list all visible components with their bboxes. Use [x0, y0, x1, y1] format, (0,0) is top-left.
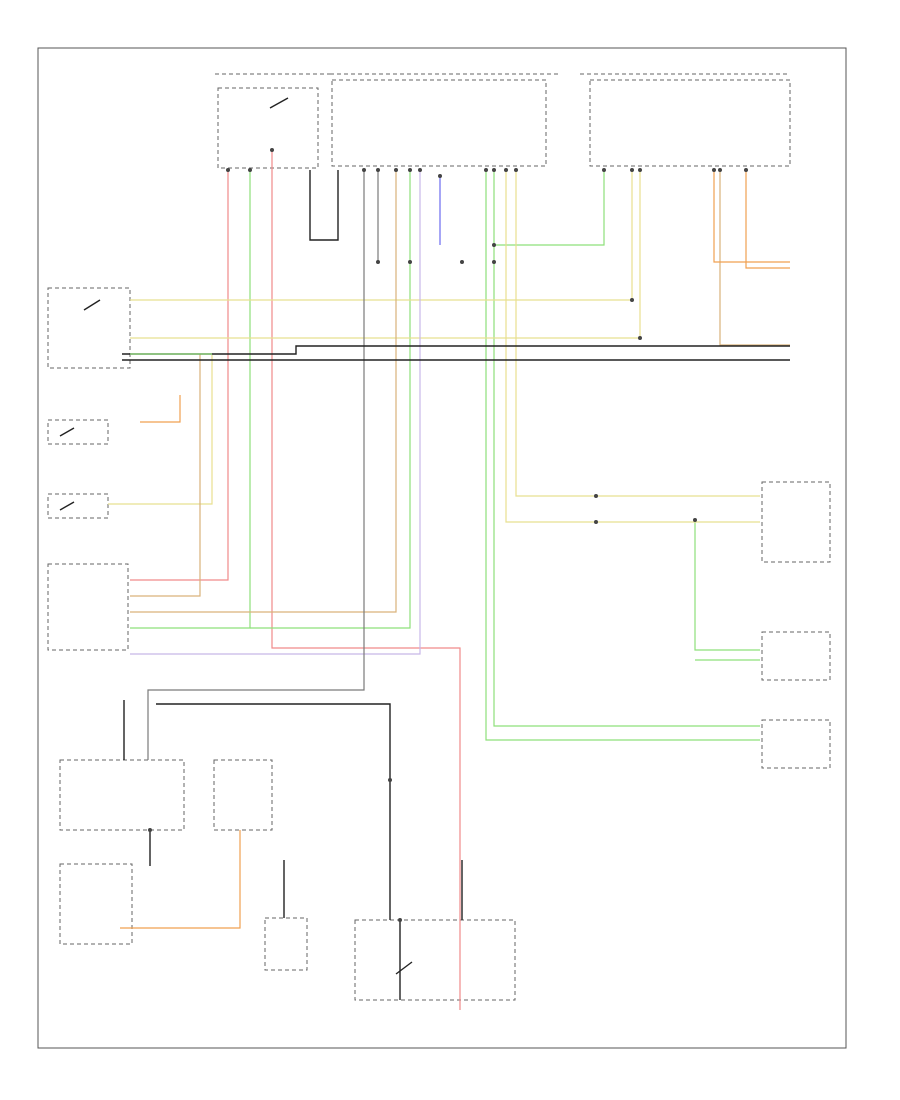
brake-switch-box	[47, 419, 109, 445]
wire-green-2	[130, 170, 251, 629]
connector-dot-23	[460, 260, 464, 264]
connector-dot-3	[362, 168, 366, 172]
wire-yellow-13	[108, 355, 213, 505]
switch-symbol-passive	[83, 299, 101, 311]
connector-dot-18	[744, 168, 748, 172]
connector-dot-9	[484, 168, 488, 172]
connector-dot-2	[270, 148, 274, 152]
connector-dot-24	[638, 336, 642, 340]
connector-dot-13	[602, 168, 606, 172]
diagram-frame	[37, 47, 847, 1049]
switch-symbol-brake	[59, 427, 75, 437]
connector-dot-28	[693, 518, 697, 522]
wire-green-7	[694, 520, 760, 651]
connector-dot-19	[376, 260, 380, 264]
engine-control-module-lower-box	[47, 563, 129, 651]
connector-dot-30	[398, 918, 402, 922]
wire-orange-17	[745, 170, 790, 269]
connector-dot-5	[394, 168, 398, 172]
connector-dot-26	[594, 494, 598, 498]
central-junction-box	[217, 87, 319, 169]
wire-orange-20	[120, 830, 241, 929]
wire-green-5	[493, 170, 760, 727]
wire-green-4	[485, 170, 760, 741]
wire-orange-19	[140, 395, 181, 423]
wire-yellow-9	[130, 170, 641, 339]
clutch-switch-box	[47, 493, 109, 519]
wire-yellow-11	[515, 170, 760, 497]
engine-control-module-box	[331, 79, 547, 167]
connector-dot-31	[148, 828, 152, 832]
connector-dot-10	[492, 168, 496, 172]
wire-green-6	[494, 170, 605, 246]
connector-dot-7	[418, 168, 422, 172]
shift-module-box	[761, 631, 831, 681]
wire-pink-0	[130, 170, 229, 581]
wire-group	[108, 150, 790, 1010]
wire-lavender-21	[130, 170, 421, 655]
connector-dot-8	[438, 174, 442, 178]
passive-start-switch-box	[47, 287, 131, 369]
switch-symbol-clutch	[59, 501, 75, 511]
connector-dot-27	[594, 520, 598, 524]
wire-black-27	[156, 703, 391, 780]
connector-dot-29	[388, 778, 392, 782]
wire-black-33	[122, 345, 790, 355]
transmission-module-box	[761, 719, 831, 769]
wire-gray-23	[147, 170, 365, 760]
wire-orange-18	[713, 170, 790, 263]
junction-box-right	[589, 79, 791, 167]
connector-dot-22	[492, 260, 496, 264]
instrument-cluster-box	[761, 481, 831, 563]
wire-black-25	[309, 170, 339, 241]
connector-dot-4	[376, 168, 380, 172]
wire-tan-15	[719, 170, 790, 346]
connector-dot-17	[718, 168, 722, 172]
connector-dot-21	[492, 243, 496, 247]
wire-yellow-10	[130, 170, 633, 301]
connector-dot-14	[630, 168, 634, 172]
connector-dot-25	[630, 298, 634, 302]
connector-dot-0	[226, 168, 230, 172]
starter-relay-box	[213, 759, 273, 831]
wire-yellow-12	[505, 170, 760, 523]
battery-box	[59, 863, 133, 945]
starter-motor-box	[264, 917, 308, 971]
wire-pink-1	[271, 150, 461, 1010]
connector-dot-16	[712, 168, 716, 172]
connector-dot-20	[408, 260, 412, 264]
connector-dot-1	[248, 168, 252, 172]
wire-tan-16	[130, 354, 201, 597]
connector-dot-15	[638, 168, 642, 172]
connector-dot-6	[408, 168, 412, 172]
connector-dot-12	[514, 168, 518, 172]
switch-symbol-starter	[395, 961, 413, 975]
wire-tan-14	[130, 170, 397, 613]
connector-dots	[148, 148, 748, 922]
switch-symbol-top	[269, 97, 289, 109]
wire-green-3	[250, 170, 411, 629]
connector-dot-11	[504, 168, 508, 172]
starter-solenoid-box	[354, 919, 516, 1001]
battery-junction-box	[59, 759, 185, 831]
